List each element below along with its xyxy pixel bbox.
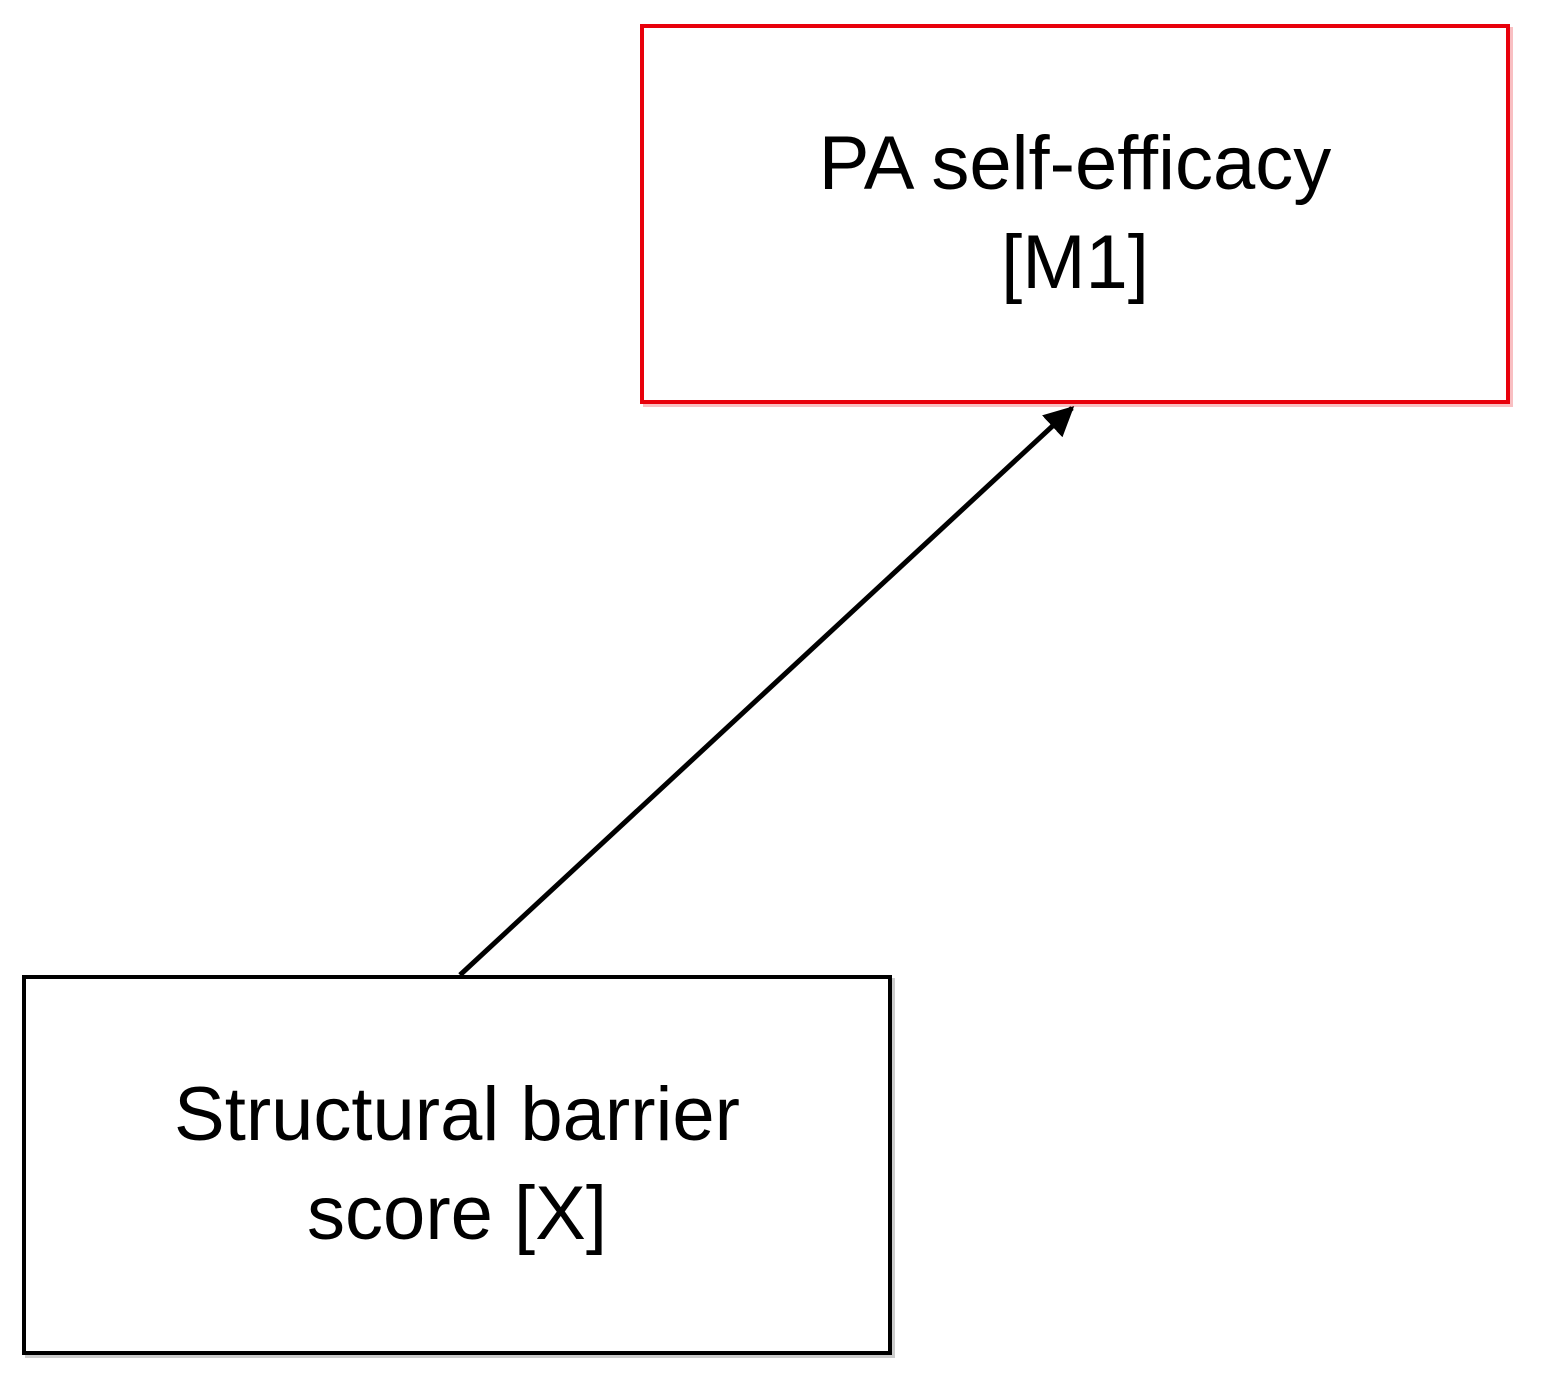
edge-x-to-m1-arrow <box>458 405 1075 977</box>
mediator-label: PA self-efficacy [M1] <box>818 121 1332 305</box>
mediator-node-m1: PA self-efficacy [M1] <box>640 24 1510 404</box>
predictor-label: Structural barrier score [X] <box>174 1072 740 1256</box>
predictor-node-x: Structural barrier score [X] <box>22 975 892 1355</box>
